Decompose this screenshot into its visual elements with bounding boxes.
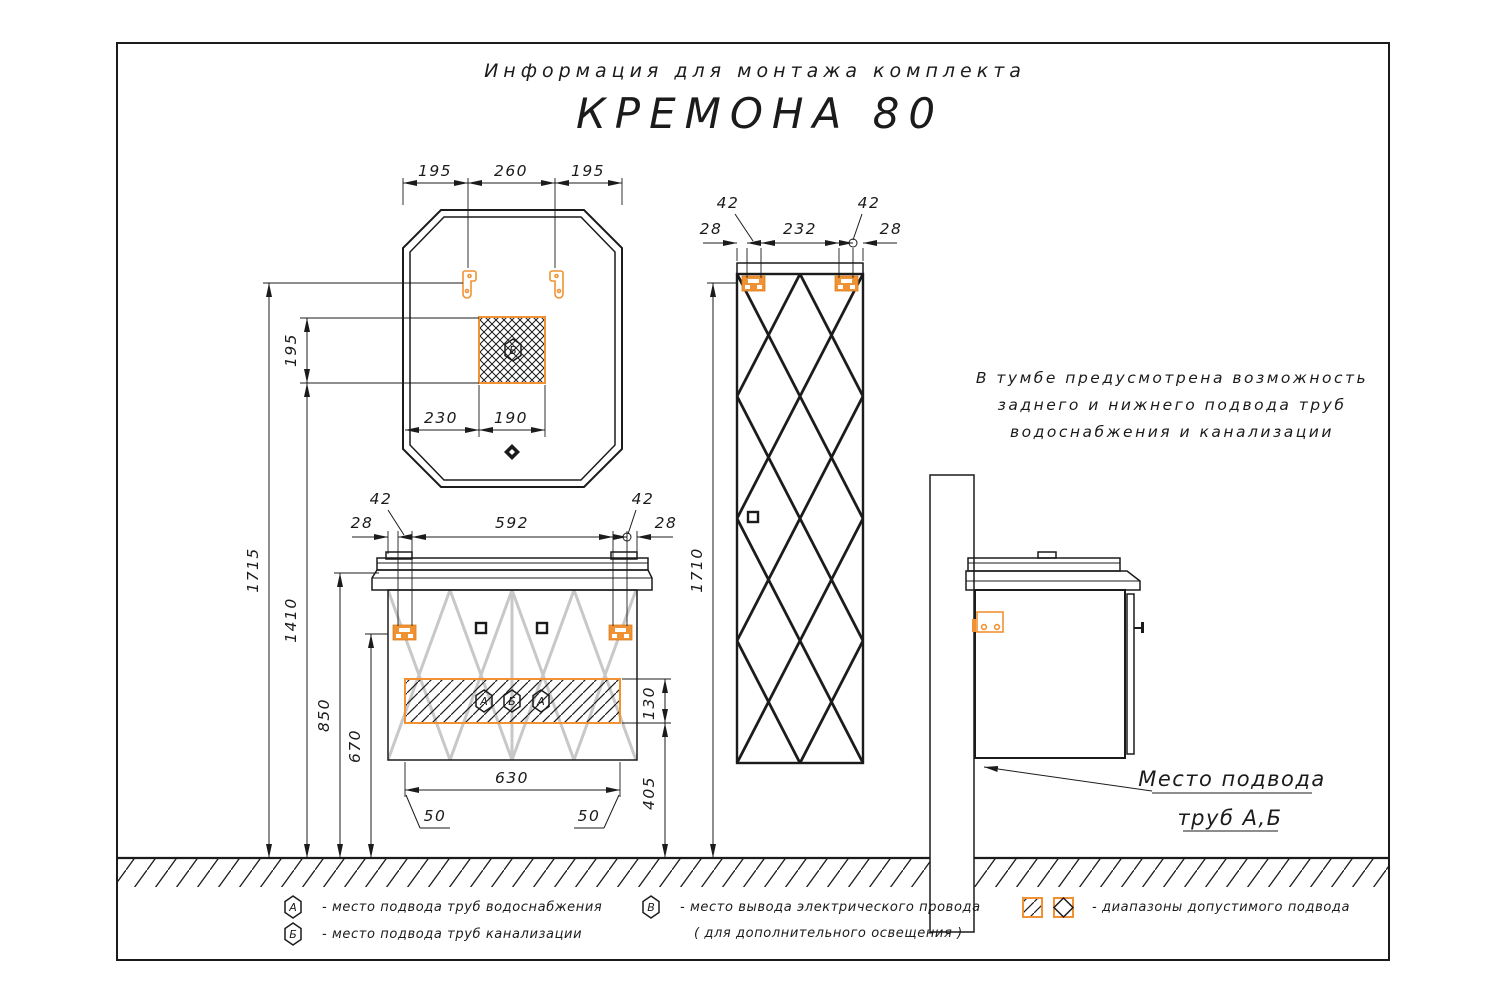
legend-zones-text: - диапазоны допустимого подвода — [1092, 900, 1350, 915]
dim-vanity-bracket-left: 42 — [370, 490, 393, 508]
sheet-frame — [116, 42, 1390, 961]
legend-zone-lattice-icon — [1052, 896, 1075, 919]
mirror-sensor-icon — [504, 444, 520, 460]
side-bracket-icon — [972, 611, 1004, 633]
page-title: КРЕМОНА 80 — [576, 89, 944, 138]
legend-water-symbol: А — [284, 895, 302, 919]
mirror-dimensions: 195 260 195 230 190 195 — [282, 162, 623, 437]
vanity-supply-zone — [404, 678, 621, 724]
pipe-callout: Место подвода труб А,Б — [983, 766, 1326, 832]
vanity-dimensions: 28 42 592 42 28 130 405 630 50 50 — [351, 490, 678, 858]
mirror-outline — [402, 209, 623, 488]
side-view — [929, 474, 1144, 933]
sheet-subtitle: Информация для монтажа комплекта — [484, 60, 1026, 82]
side-cornice — [965, 570, 1141, 591]
dim-vanity-foot-right: 50 — [578, 807, 601, 825]
note-block: В тумбе предусмотрена возможность заднег… — [976, 369, 1368, 441]
mirror-front-view: В — [402, 209, 623, 488]
callout-line1: Место подвода — [1138, 767, 1326, 791]
ground — [117, 856, 1389, 887]
dim-mirror-top-center: 260 — [494, 162, 528, 180]
dim-cabinet-edge-right: 28 — [880, 220, 903, 238]
dim-mirror-top-left: 195 — [418, 162, 452, 180]
mirror-symbol-letter: В — [509, 344, 517, 357]
note-line1: В тумбе предусмотрена возможность — [976, 369, 1368, 387]
mirror-electric-symbol: В — [504, 338, 522, 362]
vanity-symbol-water-left: А — [475, 689, 493, 713]
dim-vanity-zone-height: 130 — [640, 686, 658, 720]
note-line3: водоснабжения и канализации — [1010, 423, 1334, 441]
cabinet-knob — [746, 510, 760, 524]
legend-zone-hatch-icon — [1022, 897, 1043, 918]
dim-vanity-edge-left: 28 — [351, 514, 374, 532]
svg-text:Б: Б — [289, 928, 297, 941]
tall-cabinet-front-view — [735, 262, 865, 765]
dim-mirror-zone-width: 190 — [494, 409, 528, 427]
vanity-bracket-right-icon — [608, 624, 633, 641]
side-countertop — [967, 557, 1121, 572]
legend: А - место подвода труб водоснабжения Б -… — [284, 895, 1350, 946]
dim-height-vanity-bracket: 670 — [346, 729, 364, 763]
mirror-hook-left-icon — [462, 270, 477, 299]
dim-vanity-zone-width: 630 — [495, 769, 529, 787]
mirror-hook-right-icon — [549, 270, 564, 299]
dim-cabinet-span: 232 — [783, 220, 817, 238]
vanity-front-view: А Б А — [371, 551, 653, 761]
cabinet-body-outline — [735, 272, 865, 765]
vanity-bracket-left-icon — [392, 624, 417, 641]
vanity-symbol-sewer: Б — [503, 689, 521, 713]
dim-height-mirror-zone: 1410 — [282, 597, 300, 642]
vanity-symbol-water-right: А — [532, 689, 550, 713]
dim-height-cabinet: 1710 — [688, 547, 706, 592]
dim-height-vanity-top: 850 — [315, 698, 333, 732]
legend-electric-text1: - место вывода электрического провода — [680, 900, 981, 915]
dim-cabinet-bracket-right: 42 — [858, 194, 881, 212]
side-cabinet-body — [974, 589, 1126, 759]
svg-text:В: В — [647, 901, 655, 914]
dim-cabinet-edge-left: 28 — [700, 220, 723, 238]
cabinet-dimensions: 28 42 232 42 28 — [700, 194, 903, 278]
svg-text:А: А — [479, 695, 488, 708]
dim-height-mirror-hooks: 1715 — [244, 547, 262, 592]
legend-sewer-symbol: Б — [284, 922, 302, 946]
dim-mirror-zone-left: 230 — [424, 409, 458, 427]
dim-cabinet-bracket-left: 42 — [717, 194, 740, 212]
side-door — [1126, 593, 1135, 755]
legend-water-text: - место подвода труб водоснабжения — [322, 900, 602, 915]
legend-sewer-text: - место подвода труб канализации — [322, 927, 582, 942]
mirror-electric-zone — [478, 316, 546, 384]
dim-vanity-edge-right: 28 — [655, 514, 678, 532]
vanity-knob-right — [535, 621, 549, 635]
legend-electric-text2: ( для дополнительного освещения ) — [694, 926, 963, 941]
dim-vanity-foot-left: 50 — [424, 807, 447, 825]
svg-text:Б: Б — [508, 695, 516, 708]
cabinet-bracket-left-icon — [741, 275, 766, 292]
dim-vanity-bracket-right: 42 — [632, 490, 655, 508]
callout-line2: труб А,Б — [1177, 806, 1282, 830]
side-door-knob-icon — [1134, 622, 1144, 633]
svg-text:А: А — [288, 901, 297, 914]
dim-vanity-zone-bottom: 405 — [640, 776, 658, 810]
dim-mirror-zone-height: 195 — [282, 333, 300, 367]
vanity-countertop — [376, 557, 649, 571]
legend-electric-symbol: В — [642, 895, 660, 919]
mirror-inner-frame — [409, 216, 616, 481]
vanity-cornice — [371, 569, 653, 591]
dim-vanity-span: 592 — [495, 514, 529, 532]
height-dimensions: 1715 1410 850 670 1710 — [244, 282, 749, 858]
cabinet-top-panel — [736, 262, 864, 275]
cabinet-bracket-right-icon — [834, 275, 859, 292]
vanity-knob-left — [474, 621, 488, 635]
note-line2: заднего и нижнего подвода труб — [998, 396, 1347, 414]
dim-mirror-top-right: 195 — [571, 162, 605, 180]
svg-text:А: А — [536, 695, 545, 708]
